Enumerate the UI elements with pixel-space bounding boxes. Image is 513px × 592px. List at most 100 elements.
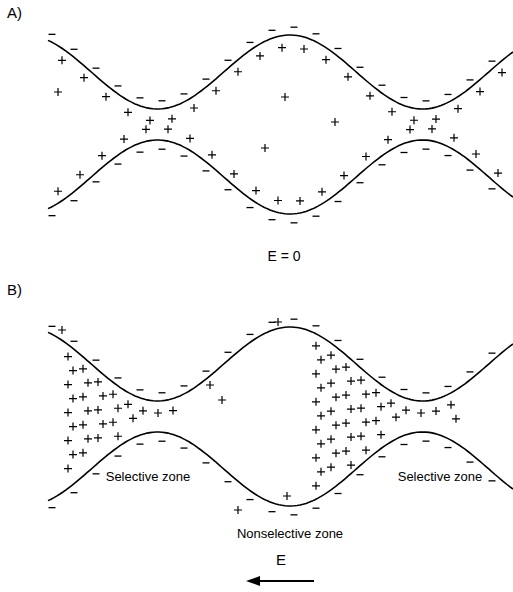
negative-charge [313,325,320,326]
negative-charge [115,85,122,86]
negative-charge [357,67,364,68]
positive-charge [69,367,77,375]
negative-charge [379,85,386,86]
positive-charge [94,434,102,442]
negative-charge [445,447,452,448]
negative-charge [181,447,188,448]
positive-charge [79,449,87,457]
positive-charge [432,407,440,415]
positive-charge [318,188,326,196]
positive-charge [79,421,87,429]
positive-charge [54,187,62,195]
negative-charge [225,189,232,190]
positive-charge [476,88,484,96]
negative-charge [269,219,276,220]
positive-charge [342,391,350,399]
negative-charge [423,392,430,393]
positive-charge [168,115,176,123]
negative-charge [247,499,254,500]
negative-charge [71,49,78,50]
field-label: E [275,552,287,568]
positive-charge [450,134,458,142]
positive-charge [76,171,84,179]
negative-charge [49,215,56,216]
positive-charge [139,407,147,415]
positive-charge [312,370,320,378]
positive-charge [347,461,355,469]
positive-charge [362,418,370,426]
negative-charge [313,508,320,509]
positive-charge [327,463,335,471]
negative-charge [71,341,78,342]
positive-charge [114,404,122,412]
positive-charge [432,115,440,123]
positive-charge [327,351,335,359]
positive-charge [357,376,365,384]
panel-letter: A) [6,5,23,21]
positive-charge [362,446,370,454]
channel-wall [48,327,513,401]
positive-charge [256,52,264,60]
negative-charge [335,493,342,494]
negative-charge [49,34,56,35]
positive-charge [99,392,107,400]
negative-charge [269,511,276,512]
positive-charge [58,56,66,64]
positive-charge [317,384,325,392]
positive-charge [54,88,62,96]
positive-charge [332,421,340,429]
positive-charge [327,435,335,443]
positive-charge [392,413,400,421]
negative-charge [49,326,56,327]
negative-charge [423,100,430,101]
positive-charge [274,197,282,205]
negative-charge [71,200,78,201]
arrow-shaft [258,580,314,582]
positive-charge [281,93,289,101]
negative-charge [137,443,144,444]
channel-wall [48,432,513,506]
negative-charge [489,61,496,62]
positive-charge [94,378,102,386]
negative-charge [467,461,474,462]
negative-charge [291,319,298,320]
positive-charge [114,432,122,440]
negative-charge [335,201,342,202]
positive-charge [154,409,162,417]
positive-charge [317,440,325,448]
positive-charge [261,144,269,152]
positive-charge [129,414,137,422]
negative-charge [93,68,100,69]
channel-walls [48,35,513,506]
negative-charge [49,507,56,508]
positive-charge [332,365,340,373]
negative-charge [445,94,452,95]
negative-charge [467,79,474,80]
negative-charge [159,149,166,150]
negative-charge [379,377,386,378]
positive-charge [388,108,396,116]
positive-charge [208,151,216,159]
positive-charge [190,104,198,112]
negative-charge [445,155,452,156]
negative-charge [225,481,232,482]
positive-charge [234,506,242,514]
positive-charge [362,390,370,398]
arrow-head [246,576,260,586]
negative-charge [423,440,430,441]
positive-charge [164,125,172,133]
positive-charge [406,126,414,134]
positive-charge [342,447,350,455]
positive-charge [447,401,455,409]
positive-charge [206,381,214,389]
negative-charge [489,188,496,189]
positive-charge [124,108,132,116]
positive-charge [312,482,320,490]
negative-charge [225,352,232,353]
negative-charge [357,359,364,360]
negative-charge [181,93,188,94]
positive-charge [312,398,320,406]
negative-charge [137,151,144,152]
positive-charge [340,172,348,180]
negative-charge [225,60,232,61]
